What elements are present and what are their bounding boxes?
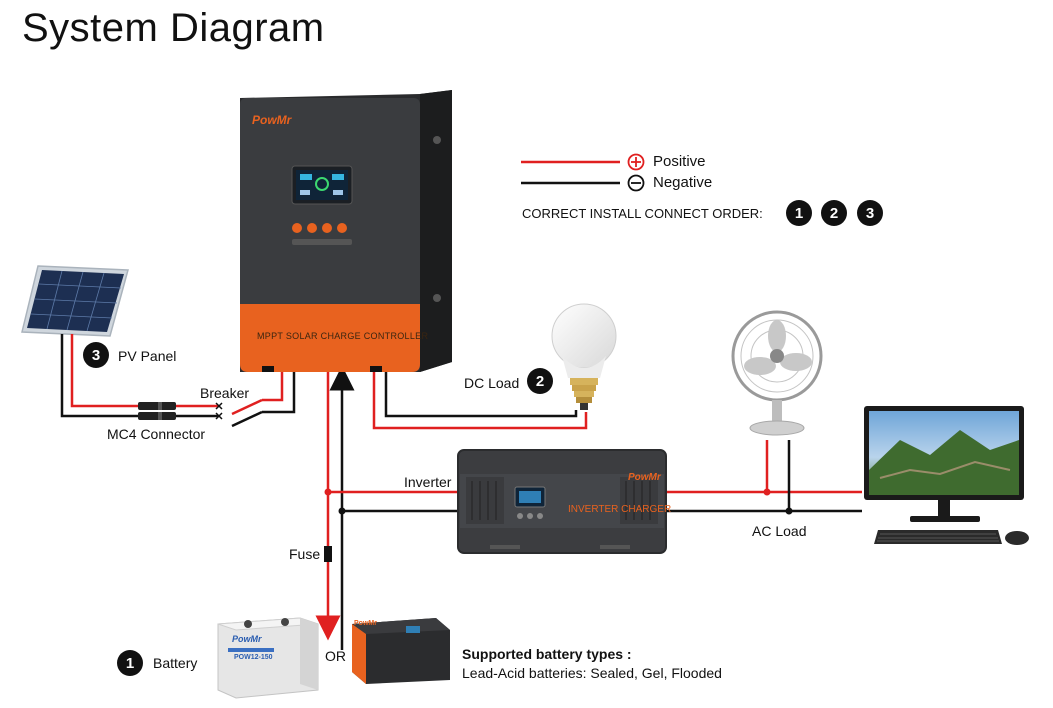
inverter-model-label: INVERTER CHARGER (568, 504, 672, 515)
mppt-controller-icon (240, 90, 452, 372)
order-step-2-badge: 2 (821, 200, 847, 226)
breaker-label: Breaker (200, 385, 250, 401)
install-order-label: CORRECT INSTALL CONNECT ORDER: (522, 206, 763, 221)
or-label: OR (325, 648, 346, 664)
positive-symbol-icon (627, 153, 645, 171)
page-title: System Diagram (22, 6, 325, 50)
battery-types-heading: Supported battery types : (462, 646, 632, 662)
battery-brand-logo: PowMr (232, 634, 262, 644)
legend-positive-label: Positive (653, 153, 706, 170)
ac-load-label: AC Load (752, 523, 807, 539)
lithium-battery-brand-logo: PowMr (354, 620, 377, 627)
lithium-battery-icon (352, 618, 450, 684)
breaker-icon (215, 402, 223, 420)
computer-monitor-icon (864, 406, 1029, 545)
dc-load-step-badge: 2 (527, 368, 553, 394)
battery-step-badge: 1 (117, 650, 143, 676)
controller-brand-logo: PowMr (252, 113, 292, 127)
battery-types-list: Lead-Acid batteries: Sealed, Gel, Floode… (462, 665, 722, 681)
mc4-connector-icon (138, 402, 176, 420)
legend-negative-label: Negative (653, 174, 713, 191)
fuse-icon (324, 546, 332, 562)
light-bulb-icon (551, 303, 617, 410)
inverter-label: Inverter (404, 474, 452, 490)
order-step-3-badge: 3 (857, 200, 883, 226)
pv-step-badge: 3 (83, 342, 109, 368)
mc4-connector-label: MC4 Connector (107, 426, 206, 442)
lead-acid-battery-icon (217, 617, 319, 699)
inverter-charger-icon (457, 449, 667, 554)
negative-symbol-icon (627, 174, 645, 192)
order-step-1-badge: 1 (786, 200, 812, 226)
dc-load-label: DC Load (464, 375, 520, 391)
controller-model-label: MPPT SOLAR CHARGE CONTROLLER (257, 331, 429, 341)
pv-panel-label: PV Panel (118, 348, 177, 364)
battery-model-label: POW12-150 (234, 654, 273, 661)
solar-panel-icon (21, 265, 129, 337)
fan-icon (731, 310, 823, 436)
fuse-label: Fuse (289, 546, 321, 562)
battery-label: Battery (153, 655, 198, 671)
inverter-brand-logo: PowMr (628, 472, 661, 483)
